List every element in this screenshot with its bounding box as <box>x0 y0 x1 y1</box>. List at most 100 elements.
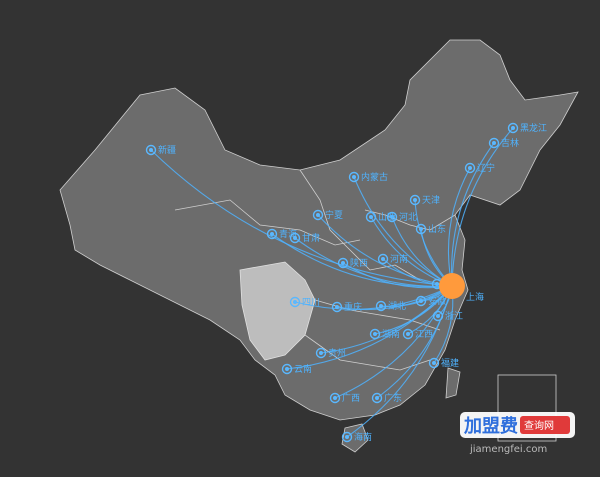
city-marker[interactable]: 安徽 <box>415 295 447 307</box>
city-label: 宁夏 <box>325 209 343 221</box>
city-label: 湖南 <box>382 328 400 340</box>
city-dot <box>419 227 423 231</box>
hub-label: 上海 <box>466 291 484 303</box>
city-label: 湖北 <box>388 301 406 312</box>
city-ring <box>312 209 324 221</box>
city-dot <box>468 166 472 170</box>
city-dot <box>293 300 297 304</box>
city-marker[interactable]: 新疆 <box>145 144 177 156</box>
watermark-brand-a: 加盟费 <box>463 416 518 437</box>
city-label: 山东 <box>428 223 446 235</box>
city-label: 陕西 <box>350 257 368 269</box>
city-ring <box>375 300 387 312</box>
city-dot <box>373 332 377 336</box>
city-ring <box>464 162 476 174</box>
city-dot <box>419 299 423 303</box>
city-marker[interactable]: 江西 <box>402 328 434 340</box>
city-ring <box>337 257 349 269</box>
city-marker[interactable]: 贵州 <box>315 347 347 359</box>
city-marker[interactable]: 海南 <box>341 431 373 443</box>
city-marker[interactable]: 天津 <box>409 194 441 206</box>
city-label: 甘肃 <box>302 232 320 244</box>
city-dot <box>413 198 417 202</box>
city-dot <box>149 148 153 152</box>
city-label: 贵州 <box>328 347 346 359</box>
city-dot <box>369 215 373 219</box>
south-sea-inset <box>497 374 557 442</box>
city-marker[interactable]: 青海 <box>266 228 298 240</box>
city-marker[interactable]: 河南 <box>377 253 409 265</box>
city-dot <box>335 305 339 309</box>
city-ring <box>289 232 301 244</box>
city-marker[interactable]: 四川 <box>289 296 321 309</box>
city-ring <box>266 228 278 240</box>
city-marker[interactable]: 山西 <box>365 211 397 223</box>
flow-line <box>317 214 453 287</box>
taiwan-island <box>445 367 461 399</box>
city-ring <box>329 392 341 404</box>
sichuan-region <box>239 261 316 361</box>
city-dot <box>319 351 323 355</box>
city-ring <box>386 211 398 223</box>
city-marker[interactable]: 广东 <box>371 392 403 404</box>
city-dot <box>285 367 289 371</box>
city-marker[interactable]: 重庆 <box>331 301 363 313</box>
province-border <box>299 169 421 281</box>
city-ring <box>409 194 421 206</box>
city-label: 黑龙江 <box>520 122 547 134</box>
flow-line <box>294 285 453 310</box>
city-dot <box>381 257 385 261</box>
city-marker[interactable]: 黑龙江 <box>507 122 548 134</box>
city-label: 浙江 <box>445 310 463 322</box>
city-ring <box>507 122 519 134</box>
city-marker[interactable]: 吉林 <box>488 137 520 149</box>
city-marker[interactable]: 云南 <box>281 363 313 375</box>
watermark-url: jiamengfei.com <box>469 444 547 455</box>
city-dot <box>333 396 337 400</box>
city-label: 海南 <box>354 431 372 443</box>
city-marker[interactable]: 湖南 <box>369 328 401 340</box>
hub-shanghai-marker <box>439 273 465 299</box>
watermark-brand-b: 查询网 <box>524 419 554 432</box>
city-ring <box>432 310 444 322</box>
city-label: 广西 <box>342 392 360 404</box>
city-label: 安徽 <box>428 295 446 307</box>
city-dot <box>270 232 274 236</box>
city-label: 广东 <box>384 392 402 404</box>
city-marker[interactable]: 河北 <box>386 211 418 223</box>
watermark: 加盟费 查询网 jiamengfei.com <box>460 412 575 455</box>
city-label: 青海 <box>279 228 297 240</box>
flow-line <box>451 127 514 287</box>
city-marker[interactable]: 福建 <box>428 357 460 369</box>
city-marker[interactable]: 陕西 <box>337 257 369 269</box>
city-marker[interactable]: 山东 <box>415 223 447 235</box>
city-label: 江西 <box>415 329 433 340</box>
city-marker[interactable]: 内蒙古 <box>348 171 389 183</box>
city-dot <box>435 282 439 286</box>
city-label: 山西 <box>378 212 396 223</box>
city-marker[interactable]: 湖北 <box>375 300 407 312</box>
city-marker[interactable]: 浙江 <box>432 310 464 322</box>
city-marker[interactable]: 甘肃 <box>289 232 321 244</box>
city-dot <box>436 314 440 318</box>
city-label: 新疆 <box>158 144 176 156</box>
city-ring <box>377 253 389 265</box>
city-marker[interactable]: 广西 <box>329 392 361 404</box>
city-ring <box>488 137 500 149</box>
city-marker[interactable]: 宁夏 <box>312 209 344 221</box>
city-dot <box>293 236 297 240</box>
city-marker[interactable]: 辽宁 <box>464 162 496 174</box>
city-ring <box>371 392 383 404</box>
city-dot <box>511 126 515 130</box>
city-ring <box>341 431 353 443</box>
city-dot <box>316 213 320 217</box>
flow-line <box>353 176 453 287</box>
china-landmass <box>59 39 579 421</box>
city-ring <box>402 328 414 340</box>
city-label: 河南 <box>390 253 408 265</box>
flow-line <box>451 142 495 287</box>
city-ring <box>369 328 381 340</box>
city-label: 河北 <box>399 211 417 223</box>
city-label: 重庆 <box>344 301 362 313</box>
